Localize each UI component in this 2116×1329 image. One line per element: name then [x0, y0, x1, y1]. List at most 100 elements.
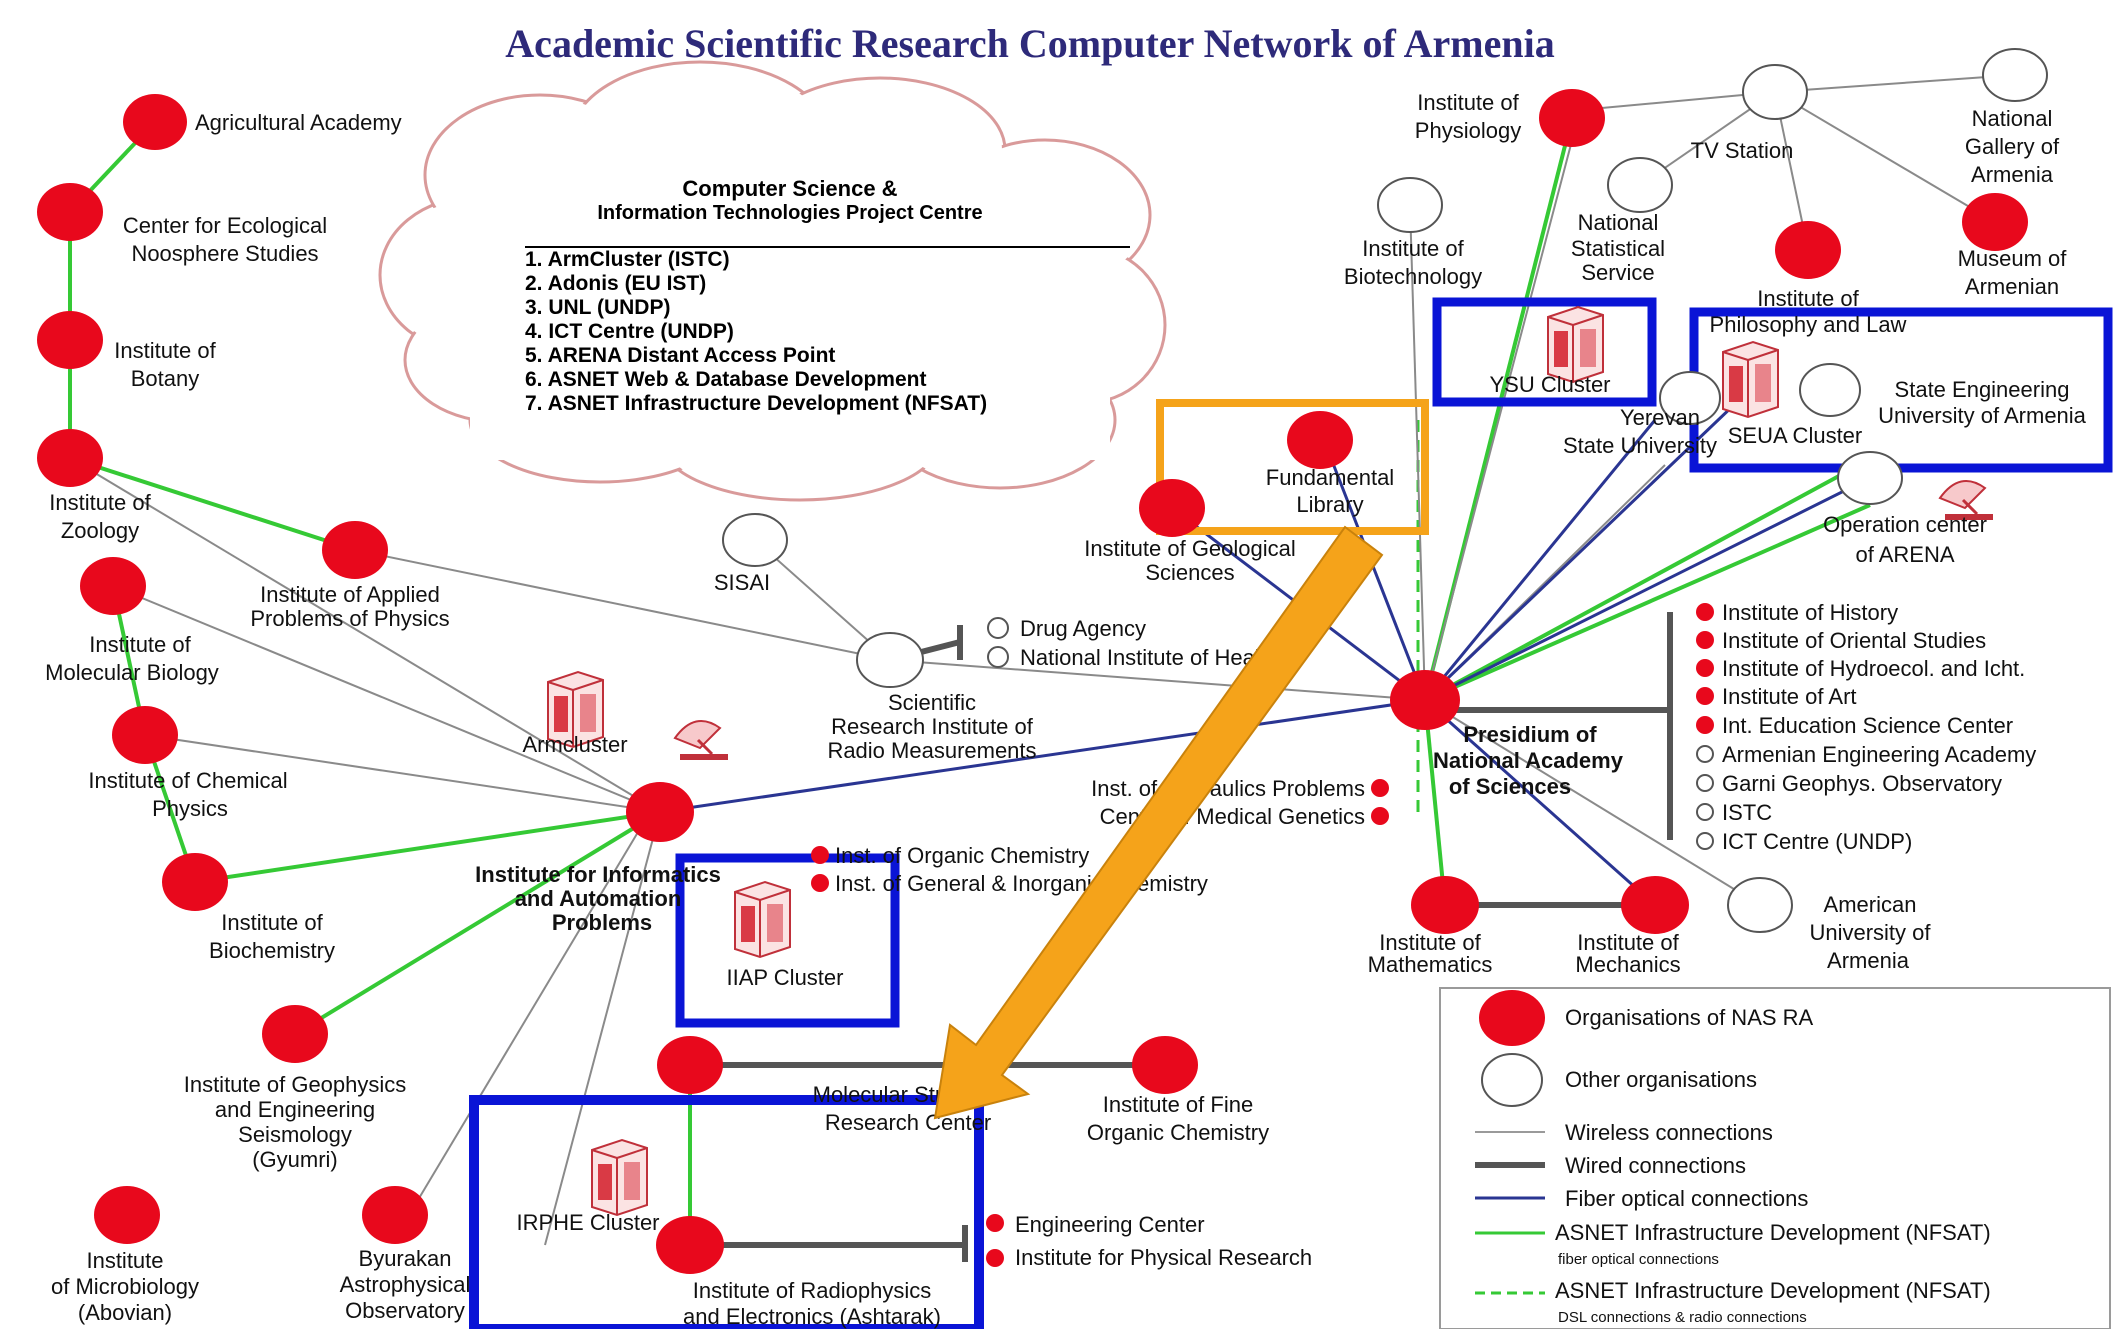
- server-icon: [591, 1138, 648, 1217]
- label: of Sciences: [1449, 774, 1571, 799]
- node-molecular-structure: [657, 1036, 723, 1094]
- label: National Institute of Health: [1020, 645, 1278, 670]
- server-icon: [1547, 305, 1604, 384]
- label: Armenia: [1971, 162, 2054, 187]
- node-museum: [1962, 193, 2028, 251]
- label: IIAP Cluster: [727, 965, 844, 990]
- label: Engineering Center: [1015, 1212, 1205, 1237]
- cloud-item: 5. ARENA Distant Access Point: [525, 344, 835, 367]
- label: Institute: [86, 1248, 163, 1273]
- label: and Automation: [515, 886, 682, 911]
- label: Radio Measurements: [827, 738, 1036, 763]
- label: Garni Geophys. Observatory: [1722, 771, 2002, 796]
- cloud-heading-1: Computer Science &: [682, 176, 897, 201]
- label: (Gyumri): [252, 1147, 338, 1172]
- label: Problems of Physics: [250, 606, 449, 631]
- node-presidium: [1390, 670, 1460, 730]
- legend-nas-swatch: [1479, 990, 1545, 1046]
- label: National: [1578, 210, 1659, 235]
- label: National Academy: [1433, 748, 1624, 773]
- node-botany: [37, 311, 103, 369]
- legend-asnet-dsl-sub: DSL connections & radio connections: [1558, 1309, 1807, 1326]
- label: Institute of Oriental Studies: [1722, 628, 1986, 653]
- node-biotechnology: [1377, 177, 1443, 233]
- node-sisai: [722, 513, 788, 567]
- satellite-dish-icon: [1938, 479, 1993, 520]
- node-labels: Agricultural Academy Center for Ecologic…: [45, 90, 2087, 1329]
- server-icons: [547, 305, 1993, 1217]
- label: National: [1972, 106, 2053, 131]
- label: of ARENA: [1855, 542, 1954, 567]
- label: Noosphere Studies: [131, 241, 318, 266]
- label: Armcluster: [522, 732, 627, 757]
- label: Scientific: [888, 690, 976, 715]
- node-radio-measurements: [856, 632, 924, 688]
- label: Fundamental: [1266, 465, 1394, 490]
- label: Library: [1296, 492, 1363, 517]
- node-geophysics: [262, 1005, 328, 1063]
- label: Institute of Applied: [260, 582, 440, 607]
- node-chemical-physics: [112, 706, 178, 764]
- label: Operation center: [1823, 512, 1987, 537]
- label: SISAI: [714, 570, 770, 595]
- legend-wired-label: Wired connections: [1565, 1153, 1746, 1178]
- satellite-dish-icon: [673, 719, 728, 760]
- label: Inst. of Organic Chemistry: [835, 843, 1089, 868]
- label: Biotechnology: [1344, 264, 1482, 289]
- legend: Organisations of NAS RA Other organisati…: [1439, 987, 2111, 1329]
- label: Seismology: [238, 1122, 352, 1147]
- label: Biochemistry: [209, 938, 335, 963]
- label: Institute of: [1577, 930, 1679, 955]
- server-icon: [734, 880, 791, 959]
- node-philosophy: [1775, 221, 1841, 279]
- label: Institute of Fine: [1103, 1092, 1253, 1117]
- label: Institute of Hydroecol. and Icht.: [1722, 656, 2025, 681]
- label: Institute of: [1362, 236, 1464, 261]
- node-statistical-service: [1607, 157, 1673, 213]
- node-ysu: [1659, 371, 1721, 425]
- legend-other-label: Other organisations: [1565, 1067, 1757, 1092]
- legend-asnet-fiber-label: ASNET Infrastructure Development (NFSAT): [1555, 1220, 1991, 1245]
- label: Institute of: [49, 490, 151, 515]
- label: (Abovian): [78, 1300, 172, 1325]
- label: IRPHE Cluster: [516, 1210, 659, 1235]
- label: Research Center: [825, 1110, 991, 1135]
- label: Institute of: [114, 338, 216, 363]
- cloud-item: 7. ASNET Infrastructure Development (NFS…: [525, 392, 987, 415]
- label: Armenian: [1965, 274, 2059, 299]
- label: University of: [1809, 920, 1931, 945]
- label: State University: [1563, 433, 1717, 458]
- label: Physics: [152, 796, 228, 821]
- legend-asnet-fiber-sub: fiber optical connections: [1558, 1251, 1719, 1268]
- label: Institute of: [221, 910, 323, 935]
- label: Observatory: [345, 1298, 465, 1323]
- server-icon: [1722, 340, 1779, 419]
- label: Problems: [552, 910, 652, 935]
- cloud-heading-2: Information Technologies Project Centre: [597, 202, 982, 224]
- label: Gallery of: [1965, 134, 2060, 159]
- node-ecological-center: [37, 183, 103, 241]
- label: Byurakan: [359, 1246, 452, 1271]
- label: University of Armenia: [1878, 403, 2087, 428]
- node-molecular-biology: [80, 557, 146, 615]
- legend-fiber-label: Fiber optical connections: [1565, 1186, 1808, 1211]
- node-aua: [1727, 877, 1793, 933]
- label: ICT Centre (UNDP): [1722, 829, 1912, 854]
- label: Institute of History: [1722, 600, 1898, 625]
- label: Armenian Engineering Academy: [1722, 742, 2036, 767]
- label: Institute for Physical Research: [1015, 1245, 1312, 1270]
- cloud-item: 2. Adonis (EU IST): [525, 272, 706, 295]
- node-national-gallery: [1982, 48, 2048, 102]
- label: Service: [1581, 260, 1654, 285]
- label: Astrophysical: [340, 1272, 471, 1297]
- ysu-cluster-box: [1432, 297, 1657, 407]
- legend-asnet-dsl-label: ASNET Infrastructure Development (NFSAT): [1555, 1278, 1991, 1303]
- label: Institute of Geophysics: [184, 1072, 407, 1097]
- label: Presidium of: [1463, 722, 1597, 747]
- label: Inst. of Hydraulics Problems: [1091, 776, 1365, 801]
- node-physiology: [1539, 89, 1605, 147]
- node-seua: [1799, 363, 1861, 417]
- label: Philosophy and Law: [1710, 312, 1907, 337]
- label: Sciences: [1145, 560, 1234, 585]
